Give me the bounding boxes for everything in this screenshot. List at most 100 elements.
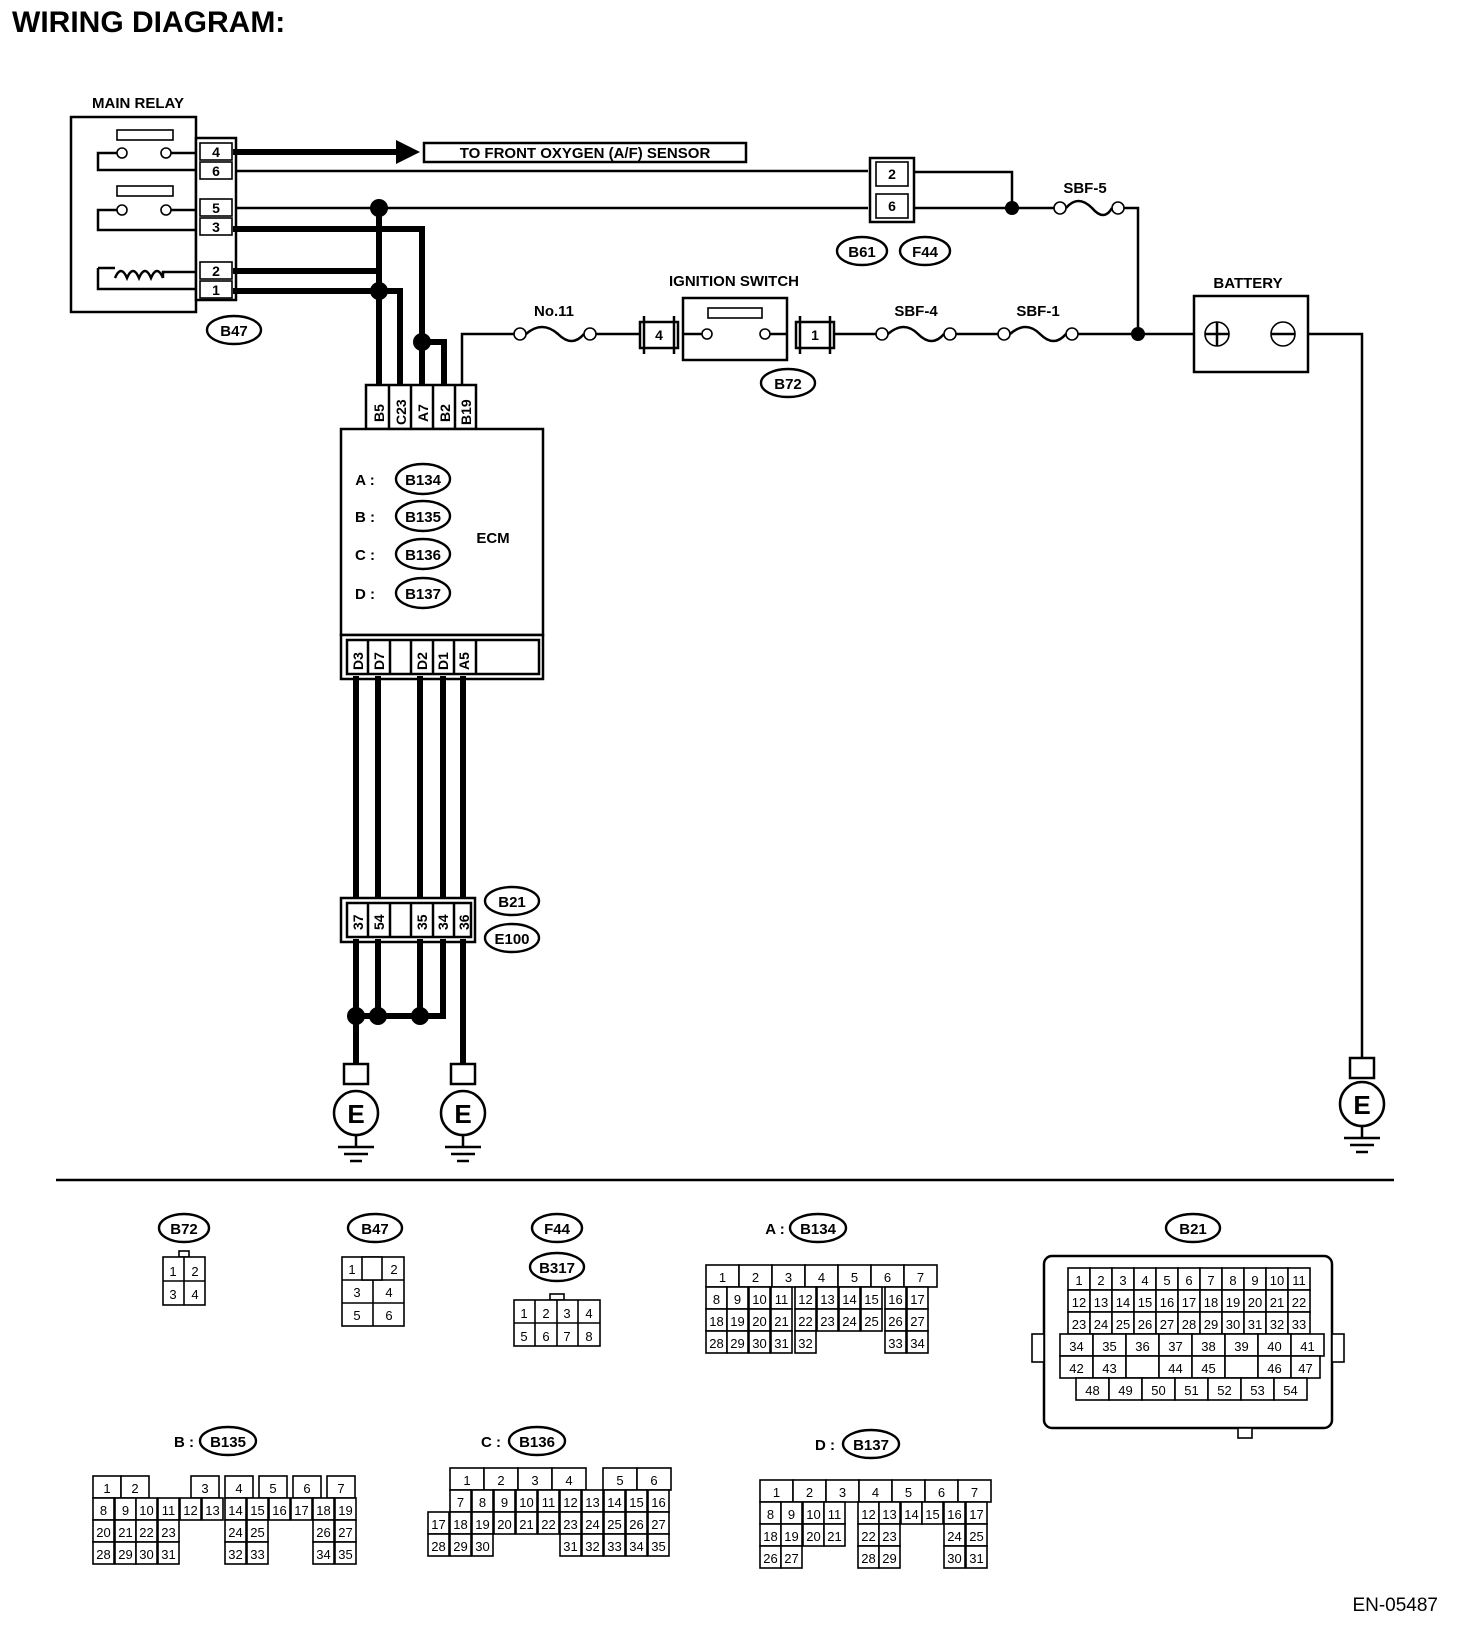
b134-pin-26: 26: [888, 1314, 902, 1329]
ecm-conn-c-letter: C :: [355, 547, 375, 564]
b21-pin-27: 27: [1160, 1317, 1174, 1332]
svg-text:B72: B72: [774, 376, 802, 393]
b21-pin-35: 35: [1102, 1339, 1116, 1354]
b136-pin-24: 24: [585, 1517, 599, 1532]
wire-sbf5-battery: [1124, 206, 1140, 334]
b21-pin-8: 8: [1229, 1273, 1236, 1288]
b21-pin-2: 2: [1097, 1273, 1104, 1288]
b21-pin-4: 4: [1141, 1273, 1148, 1288]
svg-text:5: 5: [520, 1329, 527, 1344]
wire-joint-2: [914, 170, 1014, 208]
b21-pin-34: 34: [1069, 1339, 1083, 1354]
b21-pin-26: 26: [1138, 1317, 1152, 1332]
b61-tag: B61: [835, 235, 889, 267]
b137-pin-30: 30: [947, 1551, 961, 1566]
b21-pin-20: 20: [1248, 1295, 1262, 1310]
b21-pin-28: 28: [1182, 1317, 1196, 1332]
b21-pin-5: 5: [1163, 1273, 1170, 1288]
b21-pin-45: 45: [1201, 1361, 1215, 1376]
ecm-pin-c23: C23: [393, 399, 409, 425]
b137-pin-18: 18: [763, 1529, 777, 1544]
b134-pin-34: 34: [910, 1336, 924, 1351]
b21-pin-30: 30: [1226, 1317, 1240, 1332]
b135-pin-15: 15: [250, 1503, 264, 1518]
b21-pin-52: 52: [1217, 1383, 1231, 1398]
ecm-conn-d-letter: D :: [355, 586, 375, 603]
b135-pin-6: 6: [303, 1481, 310, 1496]
svg-text:B134: B134: [800, 1221, 837, 1238]
figure-code: EN-05487: [1352, 1595, 1438, 1616]
fuse-sbf4: [875, 325, 957, 343]
b136-pin-7: 7: [457, 1495, 464, 1510]
e100-tag: E100: [483, 922, 541, 954]
b21-tag: B21: [483, 885, 541, 917]
ecm-top-pins: B5 C23 A7 B2 B19: [364, 383, 478, 431]
ecm-pin-d1: D1: [435, 652, 451, 670]
b135-pin-16: 16: [272, 1503, 286, 1518]
ecm-pin-d7: D7: [371, 652, 387, 670]
b134-pin-10: 10: [752, 1292, 766, 1307]
b137-pin-20: 20: [806, 1529, 820, 1544]
b137-pin-8: 8: [767, 1507, 774, 1522]
b134-pin-19: 19: [730, 1314, 744, 1329]
b137-pin-14: 14: [904, 1507, 918, 1522]
junction-relay5: [370, 199, 388, 217]
junction-gnd-2: [369, 1007, 387, 1025]
wire-b21-ground: [353, 939, 466, 1067]
svg-text:E100: E100: [494, 931, 529, 948]
b136-pin-10: 10: [519, 1495, 533, 1510]
b136-pin-33: 33: [607, 1539, 621, 1554]
b21-pin-32: 32: [1270, 1317, 1284, 1332]
b134-pin-11: 11: [775, 1292, 789, 1307]
fuse-sbf4-label: SBF-4: [894, 303, 938, 320]
b136-pin-1: 1: [463, 1473, 470, 1488]
b21-pin-24: 24: [1094, 1317, 1108, 1332]
b21-pin-43: 43: [1102, 1361, 1116, 1376]
b135-pin-22: 22: [139, 1525, 153, 1540]
junction-relay1: [370, 282, 388, 300]
svg-text:B47: B47: [361, 1221, 389, 1238]
b136-pin-2: 2: [497, 1473, 504, 1488]
b21-pin-13: 13: [1094, 1295, 1108, 1310]
svg-text:C :: C :: [481, 1434, 501, 1451]
b137-pin-16: 16: [947, 1507, 961, 1522]
svg-text:7: 7: [563, 1329, 570, 1344]
svg-text:4: 4: [385, 1285, 392, 1300]
b136-pin-34: 34: [629, 1539, 643, 1554]
svg-text:2: 2: [390, 1262, 397, 1277]
b136-pin-27: 27: [651, 1517, 665, 1532]
b21-pin-18: 18: [1204, 1295, 1218, 1310]
ecm-conn-d-code: B137: [405, 586, 441, 603]
b72-tag: B72: [759, 367, 817, 399]
b136-pin-13: 13: [585, 1495, 599, 1510]
b136-pin-28: 28: [431, 1539, 445, 1554]
b134-pin-27: 27: [910, 1314, 924, 1329]
b134-pin-18: 18: [709, 1314, 723, 1329]
f44-tag: F44: [898, 235, 952, 267]
b137-pin-2: 2: [806, 1485, 813, 1500]
joint-connector: 2 6: [868, 156, 916, 224]
b135-pin-5: 5: [269, 1481, 276, 1496]
svg-text:D :: D :: [815, 1437, 835, 1454]
b21-pin-37: 37: [1168, 1339, 1182, 1354]
b21-pin-6: 6: [1185, 1273, 1192, 1288]
joint-pin-6: 6: [888, 198, 896, 214]
svg-text:3: 3: [563, 1306, 570, 1321]
b136-pin-18: 18: [453, 1517, 467, 1532]
connector-view-b72: B72 1 2 3 4: [157, 1212, 211, 1306]
b21-pin-12: 12: [1072, 1295, 1086, 1310]
b21-inline-connector: 37 54 35 34 36: [339, 896, 477, 944]
b21-pin-33: 33: [1292, 1317, 1306, 1332]
b134-pin-9: 9: [734, 1292, 741, 1307]
b137-pin-10: 10: [806, 1507, 820, 1522]
b21-pin-46: 46: [1267, 1361, 1281, 1376]
b21-pin-35: 35: [414, 914, 430, 930]
b134-pin-17: 17: [910, 1292, 924, 1307]
b137-pin-23: 23: [882, 1529, 896, 1544]
junction-gnd-3: [411, 1007, 429, 1025]
main-relay: [69, 115, 198, 314]
b137-pin-7: 7: [971, 1485, 978, 1500]
svg-text:B317: B317: [539, 1260, 575, 1277]
